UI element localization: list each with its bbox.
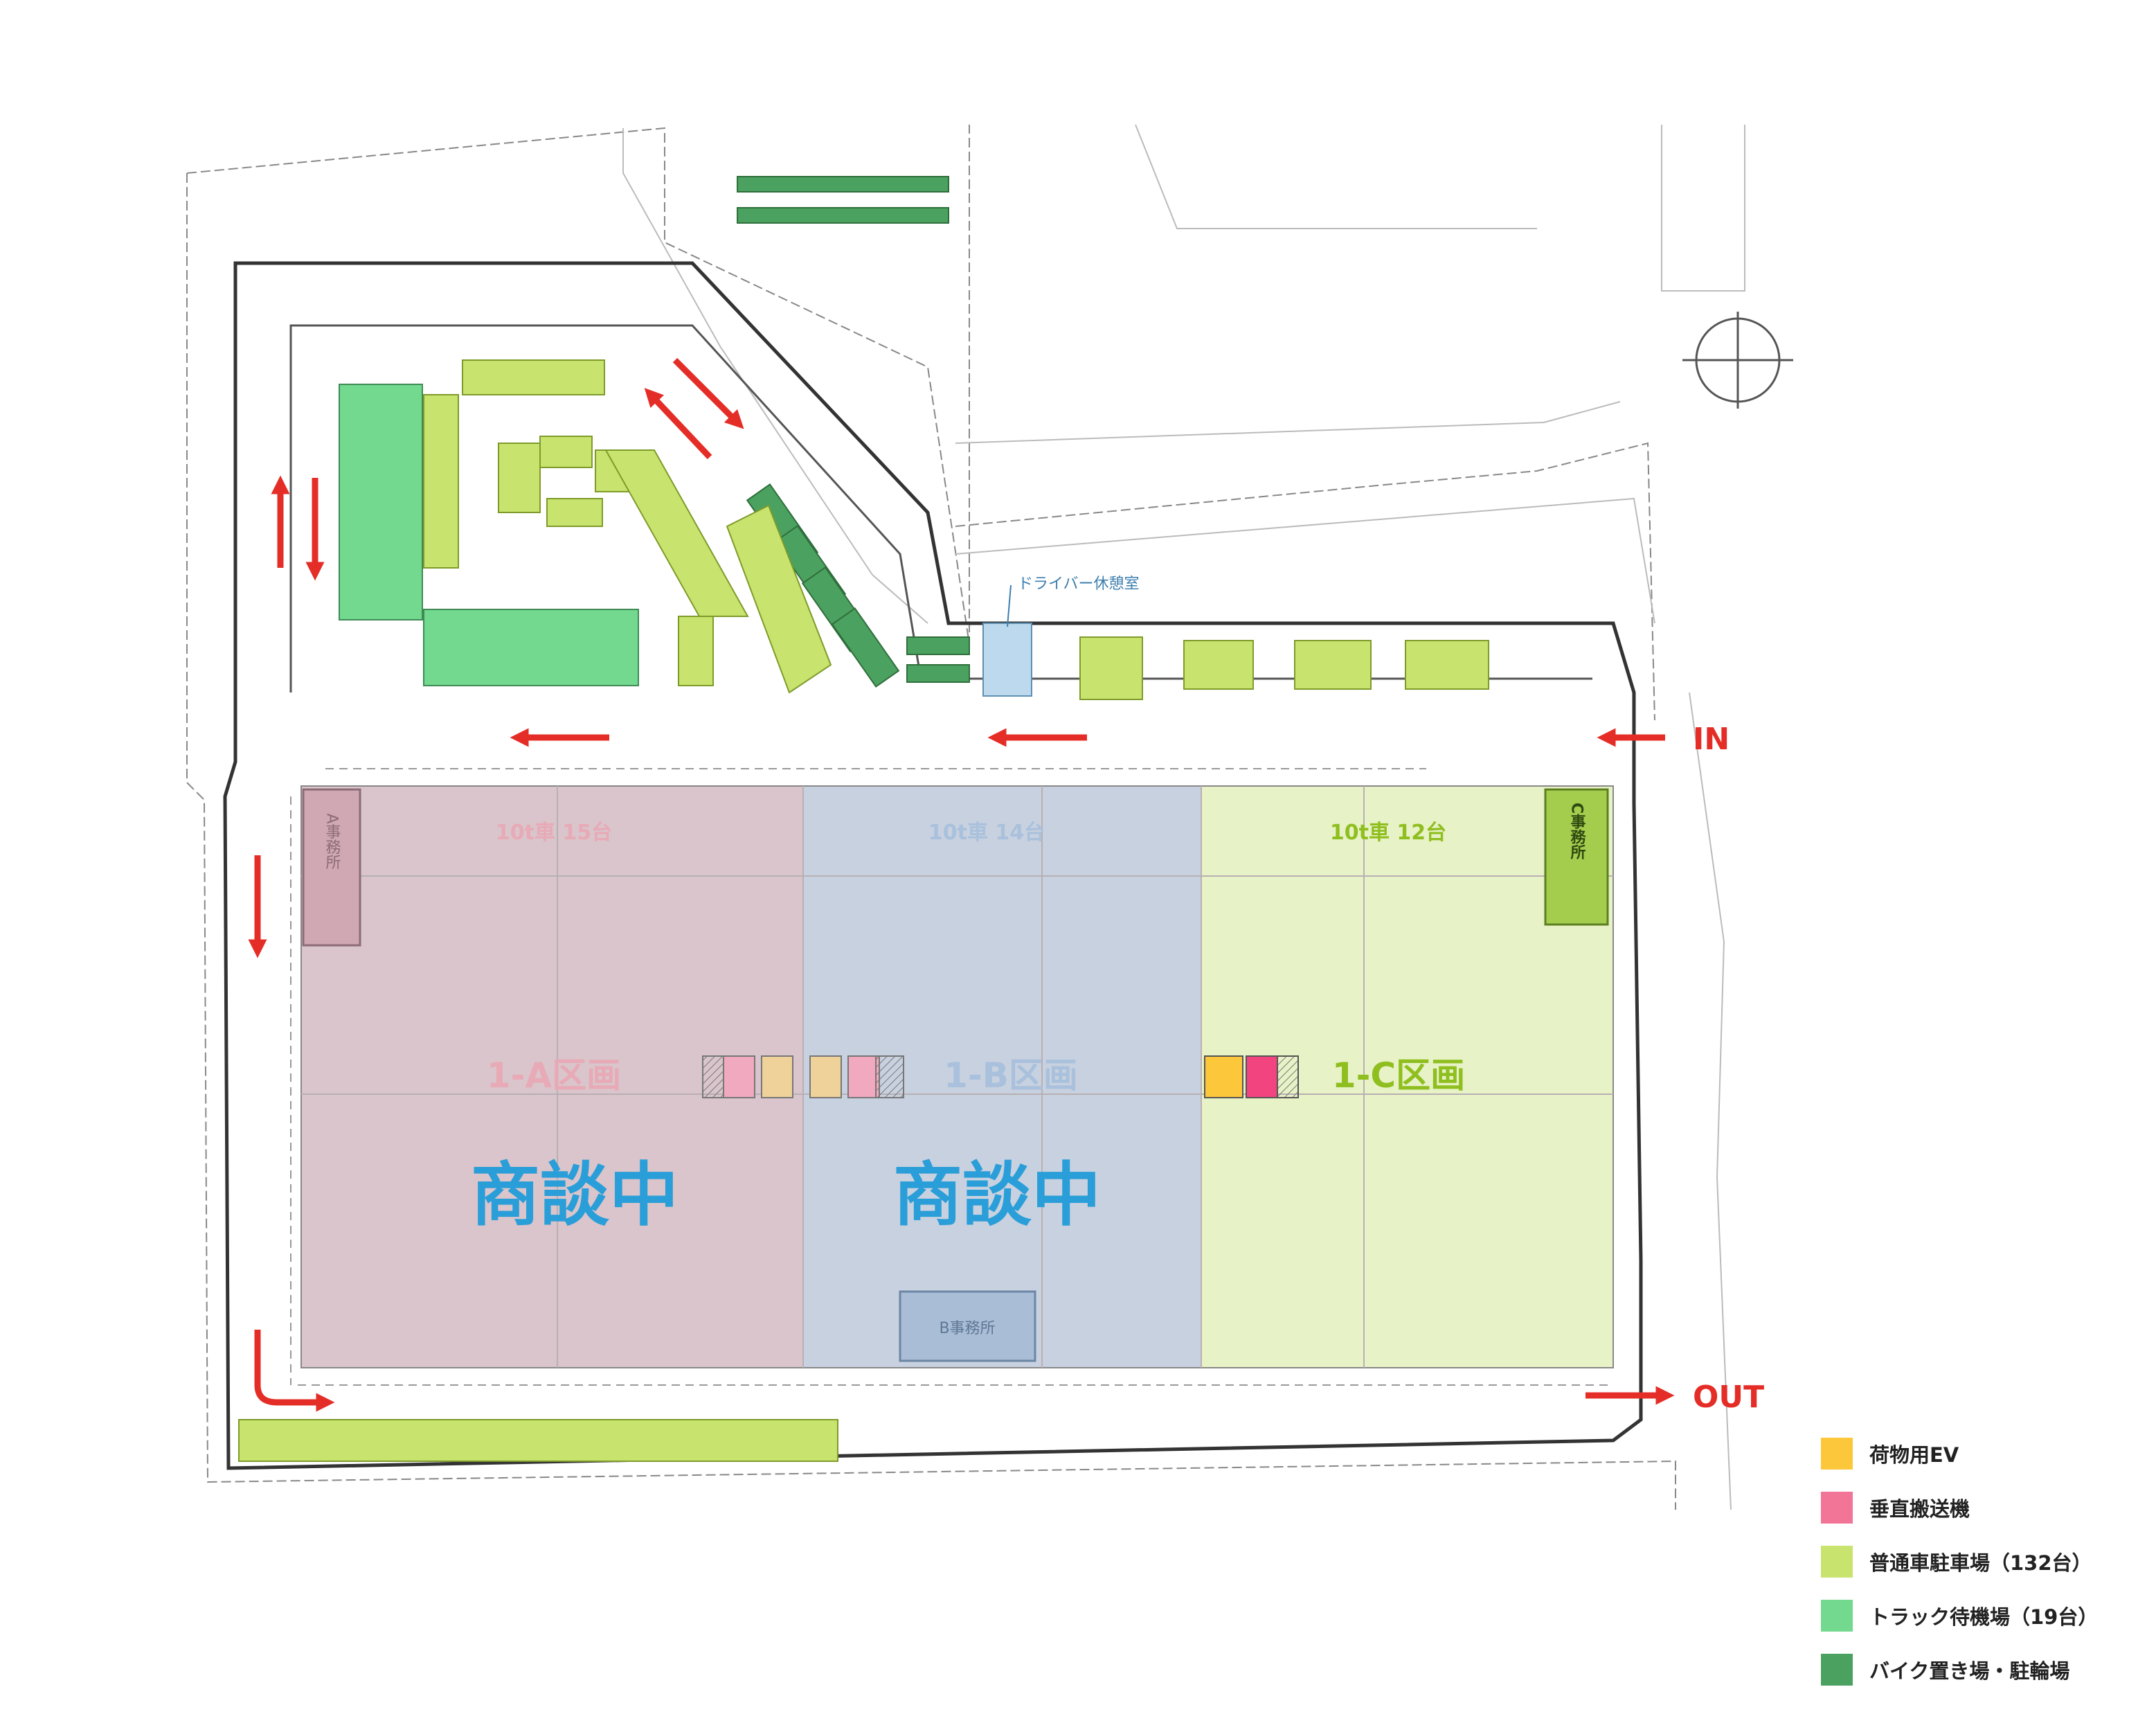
site-boundary [186,125,1676,1510]
legend-item-conveyor: 垂直搬送機 [1821,1481,2139,1535]
neighbor-lots [622,124,1745,1510]
truck-waiting-area [339,384,639,686]
zone-1b-trucks: 10t車 14台 [928,821,1045,845]
zone-1a-status: 商談中 [471,1154,679,1235]
office-a-label: A事務所 [323,813,341,869]
turn-arrow [254,1330,335,1412]
elevators-c [1204,1055,1299,1098]
legend: 荷物用EV 垂直搬送機 普通車駐車場（132台） トラック待機場（19台） バイ… [1821,1427,2139,1697]
legend-label: トラック待機場（19台） [1869,1605,2099,1629]
zone-1a-name: 1-A区画 [487,1055,621,1096]
traffic-arrows [248,357,1675,1405]
driver-rest-leader [1007,584,1012,627]
legend-swatch [1821,1600,1853,1632]
column-grid [301,786,1613,1368]
legend-item-car-parking: 普通車駐車場（132台） [1821,1535,2139,1589]
office-c [1544,788,1609,926]
legend-swatch [1821,1654,1853,1686]
road-lane [290,768,1613,1386]
legend-label: 荷物用EV [1869,1443,1959,1467]
compass-icon [1682,312,1793,409]
property-wall [223,261,1643,1470]
office-c-label: C事務所 [1568,803,1586,861]
legend-swatch [1821,1492,1853,1524]
legend-item-bike-parking: バイク置き場・駐輪場 [1821,1643,2139,1697]
car-parking [238,359,1489,1462]
office-a [302,788,361,947]
zone-1c-name: 1-C区画 [1332,1055,1465,1096]
legend-item-truck-waiting: トラック待機場（19台） [1821,1589,2139,1643]
legend-item-ev: 荷物用EV [1821,1427,2139,1481]
zone-1b-name: 1-B区画 [944,1055,1078,1096]
bike-parking [737,176,970,688]
legend-swatch [1821,1546,1853,1578]
out-label: OUT [1693,1380,1764,1415]
driver-rest-label: ドライバー休憩室 [1018,575,1140,593]
elevators-a-b [702,1055,904,1098]
legend-label: 普通車駐車場（132台） [1869,1551,2092,1575]
legend-label: 垂直搬送機 [1869,1497,1970,1521]
zone-1b-status: 商談中 [893,1154,1101,1235]
office-b [899,1290,1036,1362]
inner-drive-line [289,324,1592,693]
legend-swatch [1821,1438,1853,1470]
zone-1a-trucks: 10t車 15台 [496,821,612,845]
zone-1c-trucks: 10t車 12台 [1330,821,1446,845]
office-b-label: B事務所 [939,1320,995,1337]
legend-label: バイク置き場・駐輪場 [1869,1659,2070,1683]
in-label: IN [1693,722,1730,757]
driver-rest-room [982,623,1032,697]
